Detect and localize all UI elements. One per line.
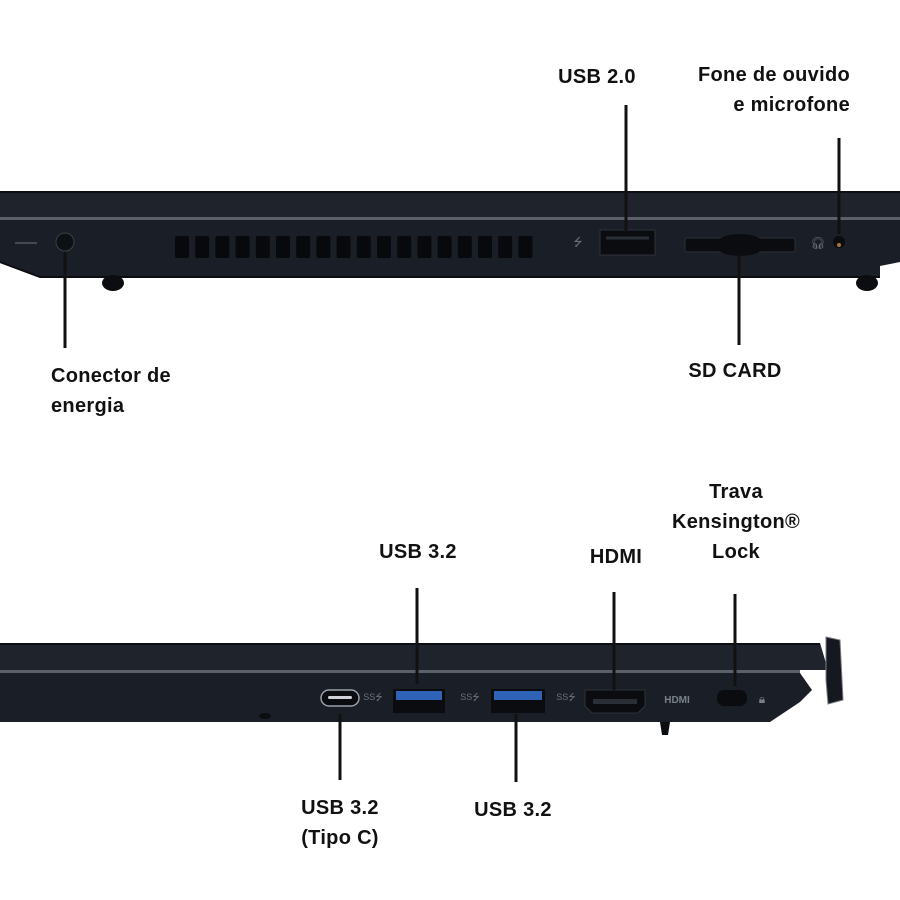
label-headphone-line1: Fone de ouvido <box>698 64 850 86</box>
usb20-port <box>599 229 656 256</box>
label-lock-line2: Kensington® <box>671 511 801 533</box>
label-sd-card: SD CARD <box>688 360 782 382</box>
vent-slot <box>336 236 351 258</box>
svg-text:SS⭍: SS⭍ <box>363 692 383 702</box>
label-power-line1: Conector de <box>51 365 171 387</box>
label-headphone-mic: Fone de ouvido e microfone <box>698 60 850 120</box>
label-usb32-top: USB 3.2 <box>379 541 457 563</box>
label-power-line2: energia <box>51 395 125 417</box>
label-kensington-lock: Trava Kensington® Lock <box>672 477 800 567</box>
vent-slot <box>255 236 270 258</box>
usb-icon: ⭍ <box>573 236 582 249</box>
audio-jack <box>833 236 845 248</box>
hdmi-logo: HDMI <box>664 695 690 706</box>
label-usb-c: USB 3.2 (Tipo C) <box>301 793 379 853</box>
label-power-connector: Conector de energia <box>51 361 171 421</box>
label-usbc-line2: (Tipo C) <box>301 827 379 849</box>
leader-lines-top <box>63 105 841 348</box>
vent-slot <box>437 236 452 258</box>
lock-icon: 🔒︎ <box>759 692 765 706</box>
label-headphone-line2: e microfone <box>733 94 850 116</box>
lid <box>0 191 900 219</box>
label-usb32-bottom: USB 3.2 <box>474 799 552 821</box>
foot <box>102 275 124 291</box>
vent-slot <box>316 236 331 258</box>
laptop-left-side: ⭍ 🎧︎ <box>0 191 900 291</box>
vent-slot <box>518 236 533 258</box>
label-lock-line3: Lock <box>712 541 760 563</box>
svg-text:SS⭍: SS⭍ <box>460 692 480 702</box>
foot <box>856 275 878 291</box>
vent-slot <box>356 236 371 258</box>
vent-slot <box>377 236 391 258</box>
vent-slot <box>195 236 210 258</box>
headset-icon: 🎧︎ <box>810 236 825 250</box>
vent-slot <box>215 236 230 258</box>
label-lock-line1: Trava <box>709 481 763 503</box>
leader-lines-bottom <box>338 588 737 782</box>
label-usbc-line1: USB 3.2 <box>301 797 379 819</box>
vent-slot <box>417 236 432 258</box>
vent-slot <box>397 236 412 258</box>
svg-text:SS⭍: SS⭍ <box>556 692 576 702</box>
vent-slot <box>175 236 189 258</box>
label-usb20: USB 2.0 <box>558 66 636 88</box>
vent-slot <box>276 236 290 258</box>
lid <box>0 643 828 670</box>
power-jack <box>55 232 75 252</box>
vent-grille <box>175 236 533 258</box>
kensington-lock-slot <box>717 690 747 706</box>
vent-slot <box>457 236 472 258</box>
vent-slot <box>296 236 311 258</box>
hinge <box>825 636 844 705</box>
vent-slot <box>498 236 513 258</box>
laptop-right-side: SS⭍ SS⭍ SS⭍ HDMI 🔒︎ <box>0 636 844 735</box>
vent-slot <box>478 236 492 258</box>
vent-slot <box>235 236 250 258</box>
label-hdmi: HDMI <box>589 546 643 568</box>
